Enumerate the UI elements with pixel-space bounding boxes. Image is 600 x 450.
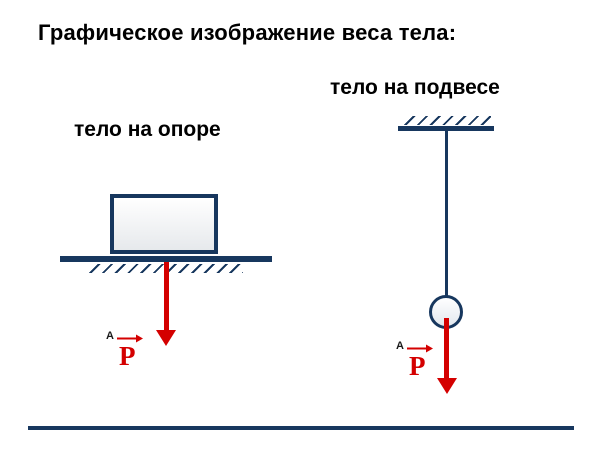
weight-vector-shaft-left bbox=[164, 262, 169, 332]
weight-vector-label-right: P bbox=[409, 351, 426, 381]
slide-bottom-rule bbox=[28, 426, 574, 430]
anchor-label-right: A bbox=[396, 340, 404, 352]
suspended-ball bbox=[429, 295, 463, 329]
support-body-box bbox=[110, 194, 218, 254]
weight-vector-shaft-right bbox=[444, 318, 449, 380]
support-surface-line bbox=[60, 256, 272, 262]
weight-vector-label-left: P bbox=[119, 341, 136, 371]
caption-body-on-suspension: тело на подвесе bbox=[330, 76, 500, 99]
caption-body-on-support: тело на опоре bbox=[74, 118, 221, 141]
vector-overbar-arrow-icon bbox=[407, 344, 433, 353]
vector-overbar-arrow-icon bbox=[117, 334, 143, 343]
suspension-string bbox=[445, 131, 448, 299]
weight-vector-arrowhead-right bbox=[437, 378, 457, 394]
slide-title: Графическое изображение веса тела: bbox=[38, 20, 457, 45]
ceiling-hatching bbox=[403, 116, 491, 125]
ceiling-line bbox=[398, 126, 494, 131]
anchor-label-left: A bbox=[106, 330, 114, 342]
weight-vector-arrowhead-left bbox=[156, 330, 176, 346]
